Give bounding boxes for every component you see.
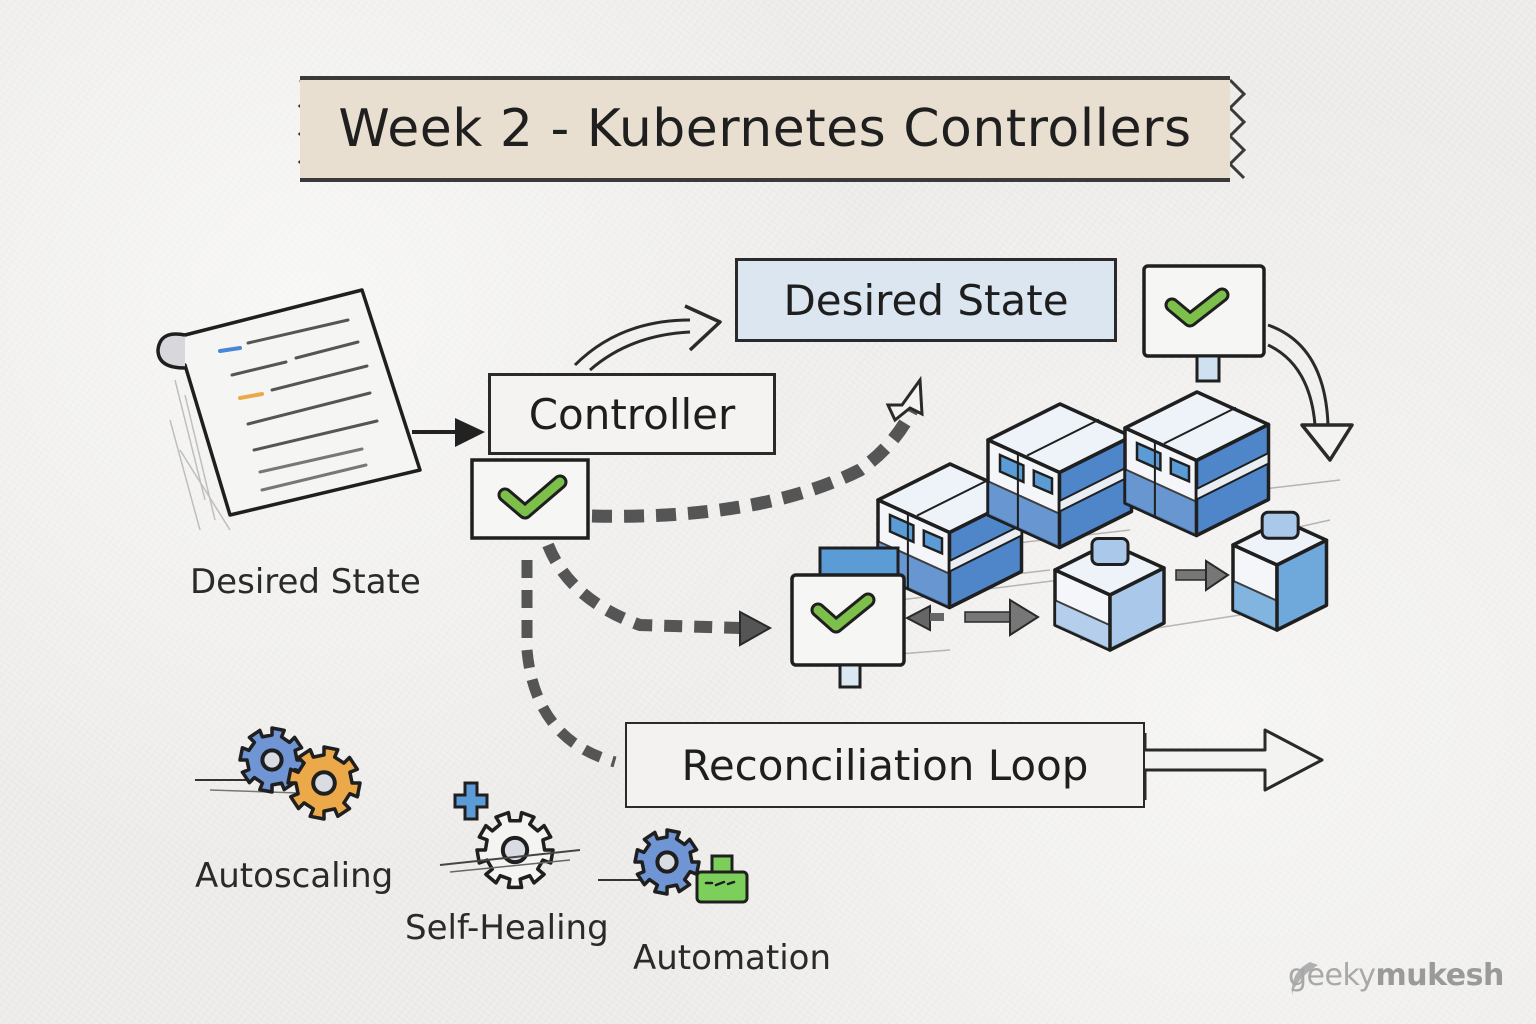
- bidirectional-arrow-pod: [904, 598, 1040, 637]
- dashed-arrow-to-pod: [542, 542, 773, 647]
- dashed-arrow-to-reconciliation: [521, 560, 617, 768]
- pod-check-card: [790, 546, 906, 689]
- manifest-document-icon: [156, 288, 422, 531]
- watermark: geekymukesh: [1288, 958, 1504, 993]
- status-check-card-top: [1142, 264, 1266, 383]
- arrow-between-nodes: [1175, 559, 1230, 592]
- desired-state-node: Desired State: [735, 258, 1117, 342]
- reconciliation-arrow-icon: [1143, 728, 1324, 800]
- gear-outline-icon: [475, 810, 555, 890]
- controller-check-card: [470, 458, 590, 540]
- gear-blue-b-icon: [633, 828, 701, 896]
- gear-orange-icon: [286, 745, 362, 821]
- controller-node: Controller: [488, 373, 776, 455]
- benefit-label-self-healing: Self-Healing: [405, 908, 609, 948]
- container-node-3: [1123, 390, 1271, 538]
- dashed-arrow-to-cluster-top: [591, 375, 924, 523]
- arrow-desired-to-cluster: [1267, 323, 1354, 462]
- reconciliation-loop-label: Reconciliation Loop: [681, 740, 1089, 790]
- manifest-label: Desired State: [190, 562, 421, 602]
- page-title: Week 2 - Kubernetes Controllers: [338, 99, 1192, 159]
- banner-zigzag-right: [1227, 78, 1247, 180]
- benefit-label-autoscaling: Autoscaling: [195, 856, 394, 896]
- title-banner: Week 2 - Kubernetes Controllers: [300, 76, 1230, 182]
- arrow-manifest-to-controller: [412, 418, 485, 447]
- desired-state-label: Desired State: [783, 275, 1069, 325]
- autoscaling-gears-icon: [195, 726, 362, 821]
- pod-node-right: [1231, 510, 1329, 632]
- container-node-2: [986, 402, 1134, 550]
- pod-node-small: [1053, 537, 1166, 652]
- controller-label: Controller: [528, 389, 736, 439]
- watermark-logo-icon: [1291, 962, 1318, 995]
- reconciliation-loop-node: Reconciliation Loop: [625, 722, 1145, 808]
- benefit-label-automation: Automation: [633, 938, 832, 978]
- self-healing-icon: [439, 781, 581, 890]
- watermark-suffix: mukesh: [1375, 958, 1505, 993]
- watermark-prefix: geeky: [1288, 958, 1376, 993]
- arrow-controller-to-desired-state: [573, 304, 722, 372]
- automation-icon: [598, 828, 749, 904]
